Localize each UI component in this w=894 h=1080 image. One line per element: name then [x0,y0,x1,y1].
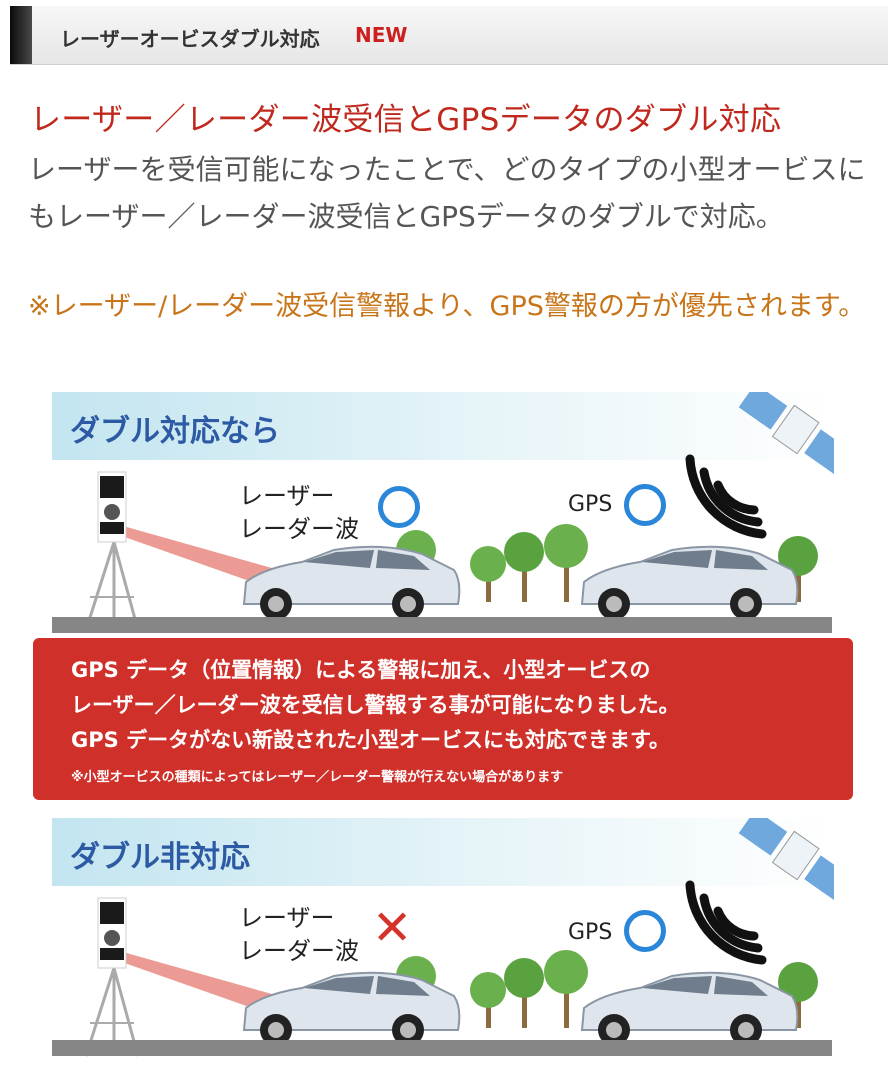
scene-title: ダブル非対応 [70,840,250,875]
car-icon [242,545,461,620]
scene-title-band: ダブル非対応 [52,818,832,886]
info-line-1: GPS データ（位置情報）による警報に加え、小型オービスの [71,658,651,682]
info-panel: GPS データ（位置情報）による警報に加え、小型オービスの レーザー／レーダー波… [33,638,853,800]
road [52,1040,832,1056]
orbis-camera-icon [84,897,140,1057]
scene-double-unsupported: ダブル非対応 [34,818,834,1073]
scene-illustration [84,392,834,631]
orbis-camera-icon [84,471,140,631]
signal-waves-icon [685,880,767,965]
road [52,617,832,633]
info-footnote: ※小型オービスの種類によってはレーザー／レーダー警報が行えない場合があります [71,770,564,785]
laser-label-line2: レーダー波 [239,937,359,965]
section-title: レーザーオービスダブル対応 [60,27,320,51]
header-accent-bar [10,6,32,64]
laser-beam [116,524,279,588]
feature-description: レーザーを受信可能になったことで、どのタイプの小型オービスにもレーザー／レーダー… [28,153,866,233]
car-icon [580,971,799,1046]
gps-label: GPS [568,492,613,517]
satellite-icon [737,818,834,903]
circle-icon [624,484,666,526]
circle-icon [378,486,420,528]
cross-icon: ✕ [372,900,413,956]
priority-note: ※レーザー/レーダー波受信警報より、GPS警報の方が優先されます。 [28,291,866,322]
laser-label: レーザー レーダー波 [239,480,359,546]
scene-title: ダブル対応なら [70,414,280,449]
circle-icon [624,910,666,952]
car-icon [580,545,799,620]
section-header: レーザーオービスダブル対応 NEW [10,6,888,65]
car-icon [242,971,461,1046]
feature-headline: レーザー／レーダー波受信とGPSデータのダブル対応 [30,102,782,138]
gps-label: GPS [568,920,613,945]
laser-label-line1: レーザー [239,904,335,932]
scene-illustration [84,818,834,1057]
info-line-2: レーザー／レーダー波を受信し警報する事が可能になりました。 [71,693,680,717]
satellite-icon [737,392,834,477]
laser-label-line2: レーダー波 [239,515,359,543]
laser-beam [116,950,279,1014]
info-line-3: GPS データがない新設された小型オービスにも対応できます。 [71,728,670,752]
laser-label: レーザー レーダー波 [239,902,359,968]
scene-double-supported: ダブル対応なら [34,392,834,647]
new-badge: NEW [355,23,408,47]
laser-label-line1: レーザー [239,482,335,510]
signal-waves-icon [685,454,767,539]
scene-title-band: ダブル対応なら [52,392,832,460]
